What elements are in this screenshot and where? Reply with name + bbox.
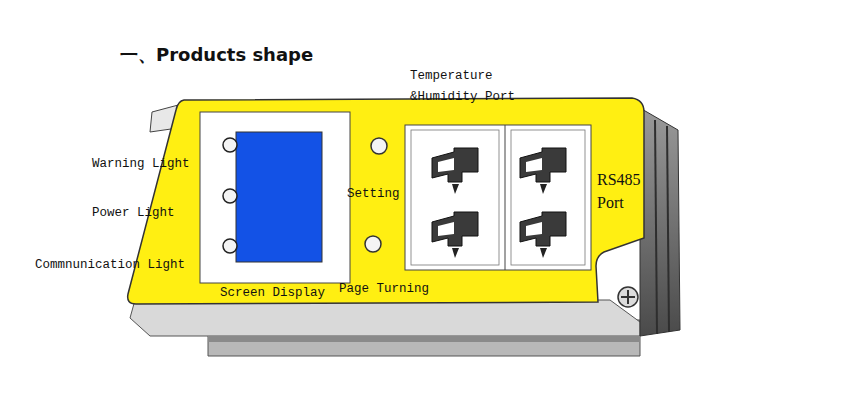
- port-label: RS485 Port: [597, 168, 643, 214]
- socket-opening: [526, 222, 542, 236]
- port-frame: [411, 130, 499, 265]
- rj-socket: [432, 148, 478, 182]
- screw-slot: [627, 290, 629, 304]
- middle-plate: [130, 300, 640, 336]
- page-turning-button: [365, 236, 381, 252]
- light-label: Warning Light: [92, 154, 190, 175]
- socket-pin-mark: [452, 248, 459, 258]
- housing-groove: [655, 120, 657, 334]
- display-panel: [200, 112, 350, 283]
- port-label: Temperature &Humidity Port: [410, 66, 522, 108]
- socket-pin-mark: [540, 248, 547, 258]
- port-divider: [505, 125, 506, 270]
- light-label: Power Light: [92, 203, 175, 224]
- button-label: Setting: [347, 184, 400, 205]
- warning-light: [223, 138, 237, 152]
- socket-opening: [438, 158, 454, 172]
- page-title: 一、Products shape: [120, 43, 313, 67]
- plate-edge: [208, 336, 640, 342]
- rj-sockets: [432, 148, 566, 258]
- socket-pin-mark: [452, 184, 459, 194]
- housing-side: [640, 108, 680, 336]
- screen-display: [236, 132, 322, 262]
- power-light: [223, 189, 237, 203]
- rj-socket: [520, 212, 566, 246]
- screw: [618, 287, 638, 307]
- light-label: Commnunication Light: [35, 255, 185, 276]
- rj-socket: [432, 212, 478, 246]
- rj-socket: [520, 148, 566, 182]
- housing-groove: [667, 126, 669, 332]
- port-frame: [511, 130, 585, 265]
- screen-label: Screen Display: [220, 283, 325, 304]
- communication-light: [223, 239, 237, 253]
- port-panel: [405, 125, 591, 270]
- socket-opening: [438, 222, 454, 236]
- button-label: Page Turning: [339, 279, 429, 300]
- setting-button: [371, 138, 387, 154]
- socket-opening: [526, 158, 542, 172]
- front-face: [128, 98, 644, 304]
- socket-pin-mark: [540, 184, 547, 194]
